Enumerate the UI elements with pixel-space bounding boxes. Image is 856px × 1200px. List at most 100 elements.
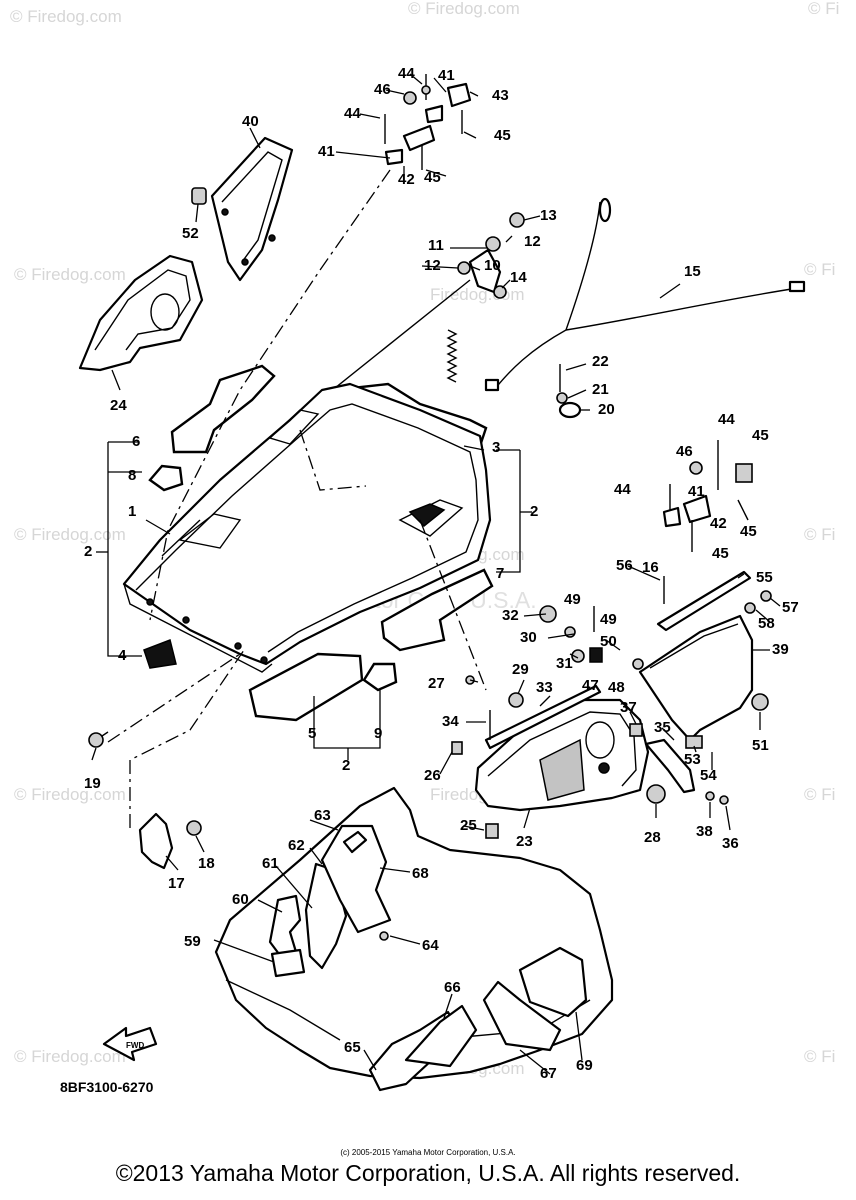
small-copyright: (c) 2005-2015 Yamaha Motor Corporation, …: [340, 1148, 516, 1157]
callout-4: 4: [118, 647, 127, 664]
callout-53: 53: [684, 751, 701, 768]
hardware-cluster-top: [384, 74, 472, 170]
callout-46: 46: [374, 81, 391, 98]
part-19-bolt: [88, 731, 109, 748]
callout-2: 2: [84, 543, 92, 560]
callout-14: 14: [510, 269, 527, 286]
callout-34: 34: [442, 713, 459, 730]
callout-2: 2: [530, 503, 538, 520]
hardware-20-22: [556, 364, 582, 419]
callout-46: 46: [676, 443, 693, 460]
watermark-right-2: © Fi: [804, 525, 835, 544]
callout-65: 65: [344, 1039, 361, 1056]
part-5-pad: [248, 652, 364, 722]
watermark-right-4: © Fi: [804, 1047, 835, 1066]
callout-44: 44: [398, 65, 415, 82]
callout-49: 49: [564, 591, 581, 608]
callout-15: 15: [684, 263, 701, 280]
part-52-grommet: [191, 187, 207, 205]
callout-26: 26: [424, 767, 441, 784]
callout-35: 35: [654, 719, 671, 736]
callout-39: 39: [772, 641, 789, 658]
callout-44: 44: [614, 481, 631, 498]
fwd-arrow-icon: FWD: [102, 1026, 158, 1062]
callout-29: 29: [512, 661, 529, 678]
watermark-left-3: © Firedog.com: [14, 785, 126, 804]
callout-66: 66: [444, 979, 461, 996]
diagram-code: 8BF3100-6270: [60, 1079, 154, 1095]
callout-45: 45: [740, 523, 757, 540]
callout-55: 55: [756, 569, 773, 586]
callout-18: 18: [198, 855, 215, 872]
callout-45: 45: [752, 427, 769, 444]
reference-lines: [107, 169, 487, 828]
hardware-cluster-right: [662, 440, 753, 552]
callout-27: 27: [428, 675, 445, 692]
callout-1: 1: [128, 503, 136, 520]
part-35-arm: [644, 738, 696, 794]
watermark-left-4: © Firedog.com: [14, 1047, 126, 1066]
callout-41: 41: [318, 143, 335, 160]
callout-54: 54: [700, 767, 717, 784]
callout-12: 12: [524, 233, 541, 250]
bracket-lines-left: [96, 441, 532, 760]
callout-42: 42: [710, 515, 727, 532]
callout-23: 23: [516, 833, 533, 850]
part-39-panel: [638, 614, 754, 742]
part-4-plate: [143, 638, 177, 669]
callout-60: 60: [232, 891, 249, 908]
footer-copyright: ©2013 Yamaha Motor Corporation, U.S.A. A…: [115, 1160, 741, 1186]
callout-59: 59: [184, 933, 201, 950]
part-10-link: [319, 212, 525, 401]
callout-24: 24: [110, 397, 127, 414]
callout-21: 21: [592, 381, 609, 398]
callout-48: 48: [608, 679, 625, 696]
watermark-right-1: © Fi: [804, 260, 835, 279]
part-8-pad: [148, 464, 184, 492]
callout-33: 33: [536, 679, 553, 696]
callout-6: 6: [132, 433, 140, 450]
callout-45: 45: [424, 169, 441, 186]
watermark-left-1: © Firedog.com: [14, 265, 126, 284]
part-7-pad: [380, 568, 494, 652]
callout-36: 36: [722, 835, 739, 852]
callout-62: 62: [288, 837, 305, 854]
callout-5: 5: [308, 725, 316, 742]
callout-49: 49: [600, 611, 617, 628]
callout-3: 3: [492, 439, 500, 456]
callout-9: 9: [374, 725, 382, 742]
part-33-rail: [484, 684, 602, 750]
callout-45: 45: [712, 545, 729, 562]
callout-10: 10: [484, 257, 501, 274]
callout-42: 42: [398, 171, 415, 188]
part-23-tank: [474, 698, 650, 812]
callout-22: 22: [592, 353, 609, 370]
callout-63: 63: [314, 807, 331, 824]
callout-31: 31: [556, 655, 573, 672]
callout-2: 2: [342, 757, 350, 774]
callout-50: 50: [600, 633, 617, 650]
callout-68: 68: [412, 865, 429, 882]
callout-40: 40: [242, 113, 259, 130]
callout-43: 43: [492, 87, 509, 104]
callout-17: 17: [168, 875, 185, 892]
callout-19: 19: [84, 775, 101, 792]
callout-52: 52: [182, 225, 199, 242]
callout-67: 67: [540, 1065, 557, 1082]
callout-57: 57: [782, 599, 799, 616]
part-1-hood: [122, 382, 492, 673]
watermark-right-3: © Fi: [804, 785, 835, 804]
callout-47: 47: [582, 677, 599, 694]
part-16-spring: [446, 329, 458, 383]
callout-69: 69: [576, 1057, 593, 1074]
hardware: [451, 576, 772, 839]
decals: [268, 824, 588, 1092]
callout-61: 61: [262, 855, 279, 872]
callout-30: 30: [520, 629, 537, 646]
callout-11: 11: [428, 237, 444, 254]
callout-41: 41: [688, 483, 705, 500]
callout-44: 44: [718, 411, 735, 428]
leader-lines: [91, 73, 781, 1075]
part-15-cable: [484, 197, 806, 392]
